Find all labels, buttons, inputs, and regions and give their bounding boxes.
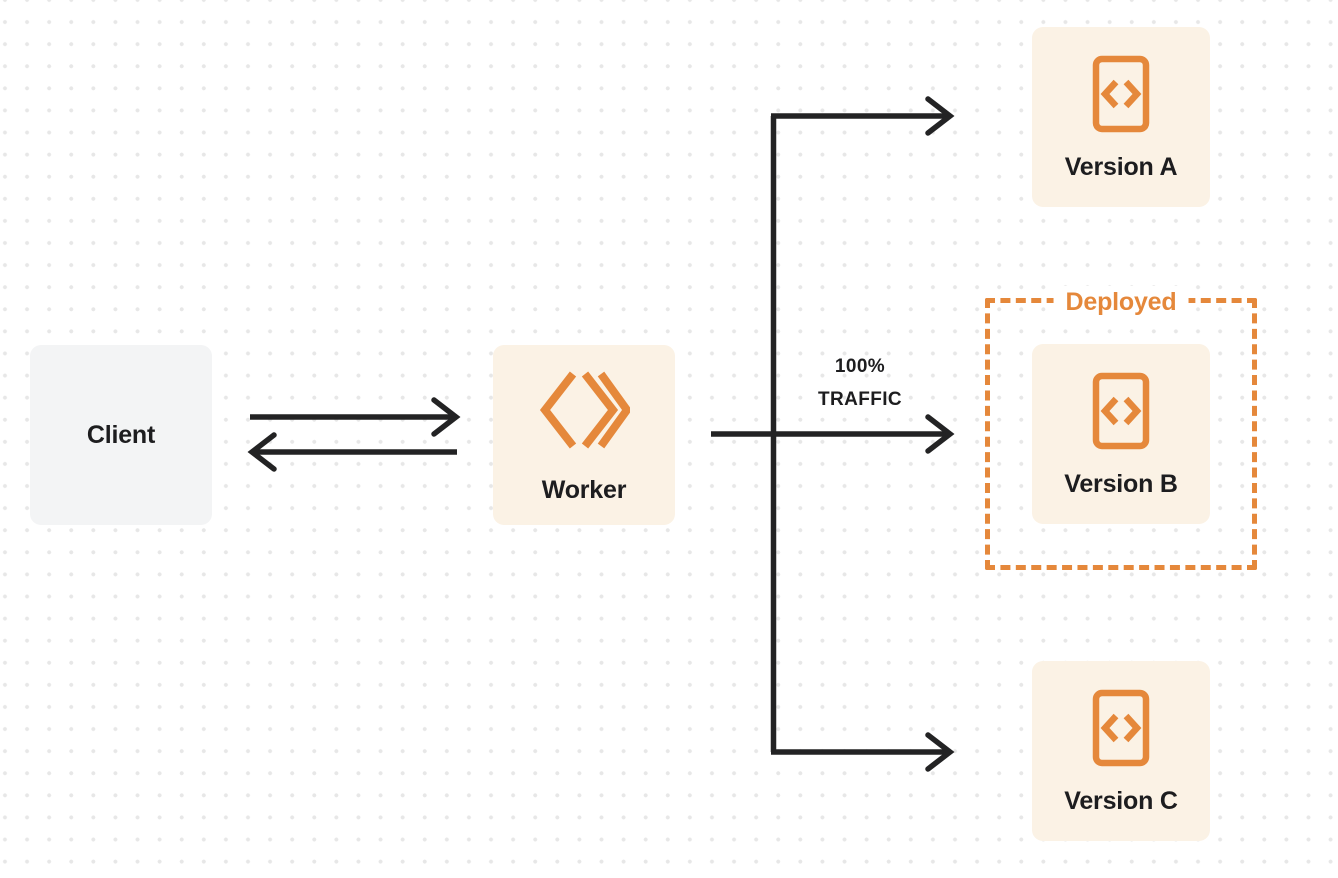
code-file-icon xyxy=(1092,372,1150,450)
edge-worker-to-version-c xyxy=(771,732,955,772)
edge-client-to-worker xyxy=(250,397,461,437)
deployed-group-label: Deployed xyxy=(1053,286,1189,319)
traffic-word: TRAFFIC xyxy=(817,389,903,411)
code-file-icon xyxy=(1092,55,1150,133)
client-label: Client xyxy=(86,420,156,449)
version-c-label: Version C xyxy=(1064,786,1178,815)
node-client[interactable]: Client xyxy=(30,345,212,525)
traffic-percent: 100% xyxy=(834,356,886,377)
version-b-label: Version B xyxy=(1064,469,1178,498)
edge-worker-to-client xyxy=(247,432,457,472)
node-version-a[interactable]: Version A xyxy=(1032,27,1210,207)
node-worker[interactable]: Worker xyxy=(493,345,675,525)
edge-worker-to-version-a xyxy=(771,96,955,136)
node-version-c[interactable]: Version C xyxy=(1032,661,1210,841)
traffic-annotation: 100% TRAFFIC xyxy=(787,350,933,417)
edge-worker-to-version-b xyxy=(711,414,955,454)
cloudflare-workers-logo-icon xyxy=(538,368,632,452)
node-version-b[interactable]: Version B xyxy=(1032,344,1210,524)
worker-label: Worker xyxy=(541,475,627,504)
deployed-group-frame: Deployed xyxy=(985,286,1257,570)
version-a-label: Version A xyxy=(1064,152,1178,181)
code-file-icon xyxy=(1092,689,1150,767)
